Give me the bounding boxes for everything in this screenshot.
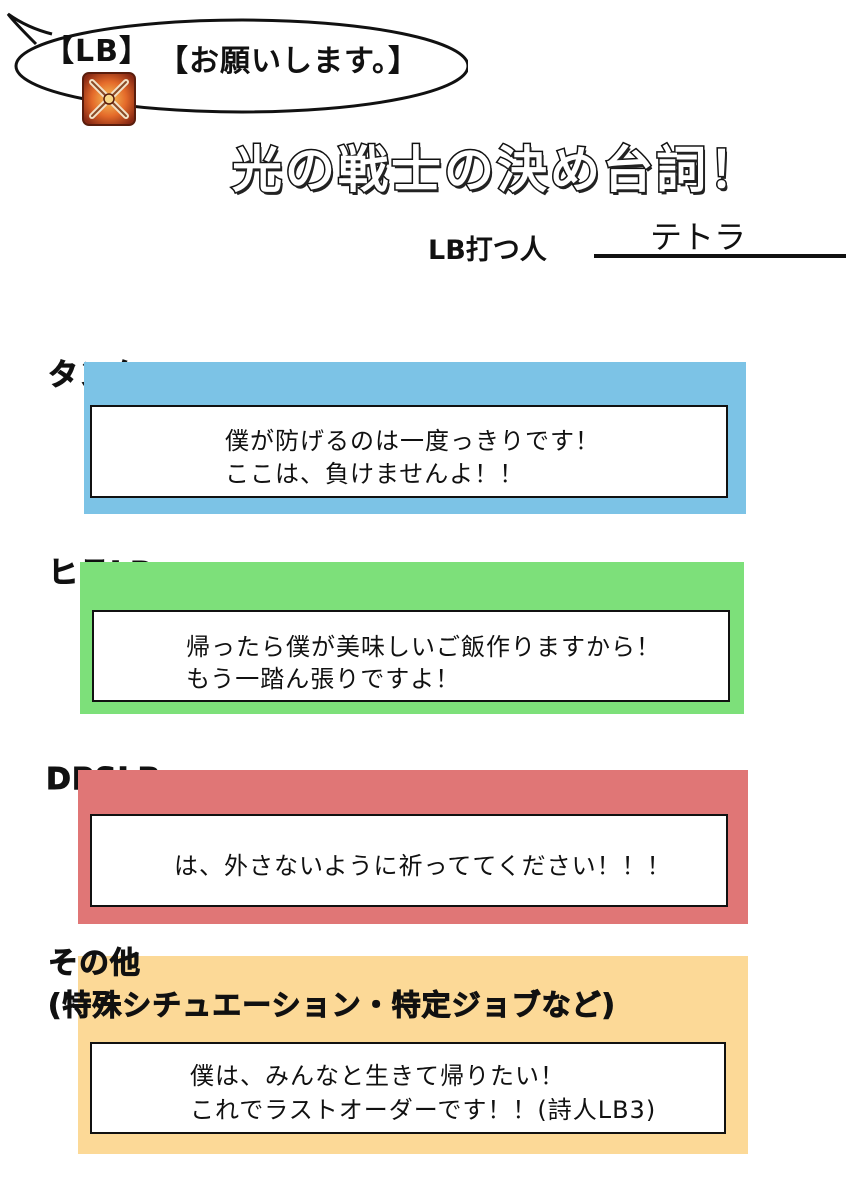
quote-box-dps (90, 814, 728, 907)
quote-box-tank (90, 405, 728, 498)
lb-user-underline (594, 254, 846, 258)
quote-line: これでラストオーダーです！！(詩人LB3) (190, 1096, 657, 1124)
crossed-swords-icon (82, 72, 136, 126)
tag-lb: 【LB】 (44, 34, 150, 69)
quote-line: 僕が防げるのは一度っきりです！ (225, 427, 600, 455)
quote-box-healer (92, 610, 730, 702)
quote-line: ここは、負けませんよ！！ (225, 460, 525, 488)
lb-user-value: テトラ (650, 218, 747, 256)
page-title: 光の戦士の決め台詞！ (231, 140, 762, 201)
speech-bubble: 【LB】【お願いします。】 (6, 4, 468, 116)
quote-line: は、外さないように祈っててください！！！ (174, 852, 672, 880)
section-label-other: その他 (48, 946, 141, 982)
quote-box-other (90, 1042, 726, 1134)
lb-user-label: LB打つ人 (428, 235, 547, 266)
quote-line: 帰ったら僕が美味しいご飯作りますから！ (186, 633, 661, 661)
quote-line: 僕は、みんなと生きて帰りたい！ (190, 1062, 565, 1090)
quote-line: もう一踏ん張りですよ！ (186, 665, 461, 693)
section-sublabel-other: (特殊シチュエーション・特定ジョブなど) (48, 988, 616, 1023)
bubble-text: 【LB】【お願いします。】 (44, 34, 419, 80)
tag-request: 【お願いします。】 (157, 44, 419, 79)
